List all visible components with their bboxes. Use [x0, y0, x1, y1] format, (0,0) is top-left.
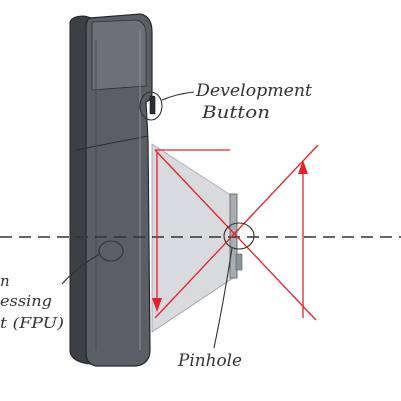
- fpu-callout-circle: [98, 240, 124, 262]
- image-arrow-head: [152, 298, 162, 312]
- fpu-label-line3: t (FPU): [0, 314, 64, 332]
- development-button-callout-circle: [139, 91, 163, 121]
- pinhole-label: Pinhole: [177, 351, 242, 371]
- development-button-leader: [161, 91, 195, 101]
- projection-cone: [151, 143, 237, 333]
- ray-upper-to-lower: [154, 149, 317, 321]
- housing-seam: [75, 135, 149, 151]
- fpu-label-line2: essing: [0, 292, 52, 310]
- pinhole-plate-tab: [235, 253, 243, 271]
- ray-lower-to-upper: [154, 144, 319, 319]
- development-button-label-line2: Button: [201, 103, 270, 123]
- device-housing: [69, 13, 156, 367]
- object-arrow-head: [298, 160, 308, 174]
- fpu-leader: [61, 253, 101, 285]
- housing-top-face: [91, 19, 147, 91]
- ray-diagram: [154, 144, 319, 321]
- pinhole-leader: [213, 247, 233, 349]
- annotations: [61, 91, 255, 349]
- fpu-label-line1: n: [0, 272, 10, 290]
- pinhole-callout-circle: [223, 222, 255, 250]
- development-button-label-line1: Development: [195, 81, 312, 101]
- housing-main-body: [85, 13, 153, 367]
- development-button: [149, 95, 156, 115]
- cone-top-edge-shade: [151, 143, 233, 197]
